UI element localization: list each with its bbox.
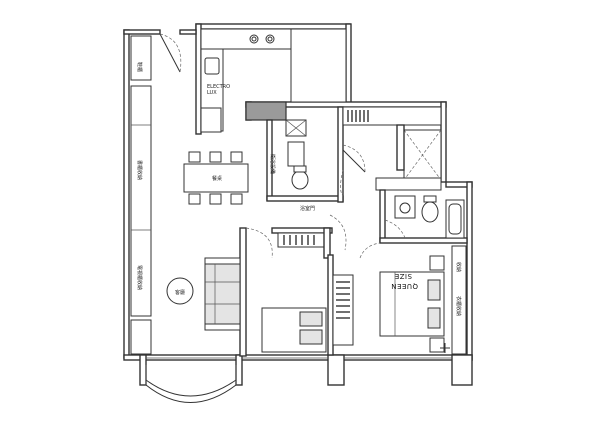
round-table-icon [166,277,194,305]
svg-text:衣櫃收納: 衣櫃收納 [455,296,462,316]
compass-cross-icon [440,343,450,353]
svg-text:浴室門: 浴室門 [300,205,315,212]
entry-door [159,29,197,73]
bed-label-size: SIZE [394,272,412,280]
svg-text:餐桌: 餐桌 [212,175,222,182]
toilet-icon [421,195,439,223]
kitchen: ELECTRO LUX [200,28,347,133]
bed-label-queen: QUEEN [391,282,418,290]
svg-text:書櫃收納: 書櫃收納 [136,160,143,180]
sink-icon [204,57,220,75]
svg-text:電視櫃收納: 電視櫃收納 [136,265,143,290]
svg-text:衛浴設備: 衛浴設備 [269,154,276,174]
dining-set: 餐桌 [183,151,249,205]
svg-text:客廳: 客廳 [175,289,185,296]
stove-burner-icon [249,34,275,44]
bathroom-2 [379,189,468,244]
toilet-icon [291,165,309,190]
bay-window [145,365,237,403]
living-room: 客廳 [166,227,273,357]
bathtub-icon [445,199,465,239]
bathroom-1: 衛浴設備 浴室門 [245,101,344,212]
door-swing-icon [342,149,366,173]
svg-text:ELECTRO: ELECTRO [207,84,230,90]
bedroom-2 [261,214,347,353]
left-storage-cabinets: 鞋櫃 書櫃收納 電視櫃收納 [130,35,152,355]
bedroom-upper-right [342,106,442,191]
svg-text:鞋櫃: 鞋櫃 [136,62,143,72]
svg-text:收納: 收納 [455,262,462,272]
master-bedroom: QUEEN SIZE 收納 衣櫃收納 [327,242,467,356]
svg-text:LUX: LUX [207,90,217,96]
outer-walls [123,23,473,386]
